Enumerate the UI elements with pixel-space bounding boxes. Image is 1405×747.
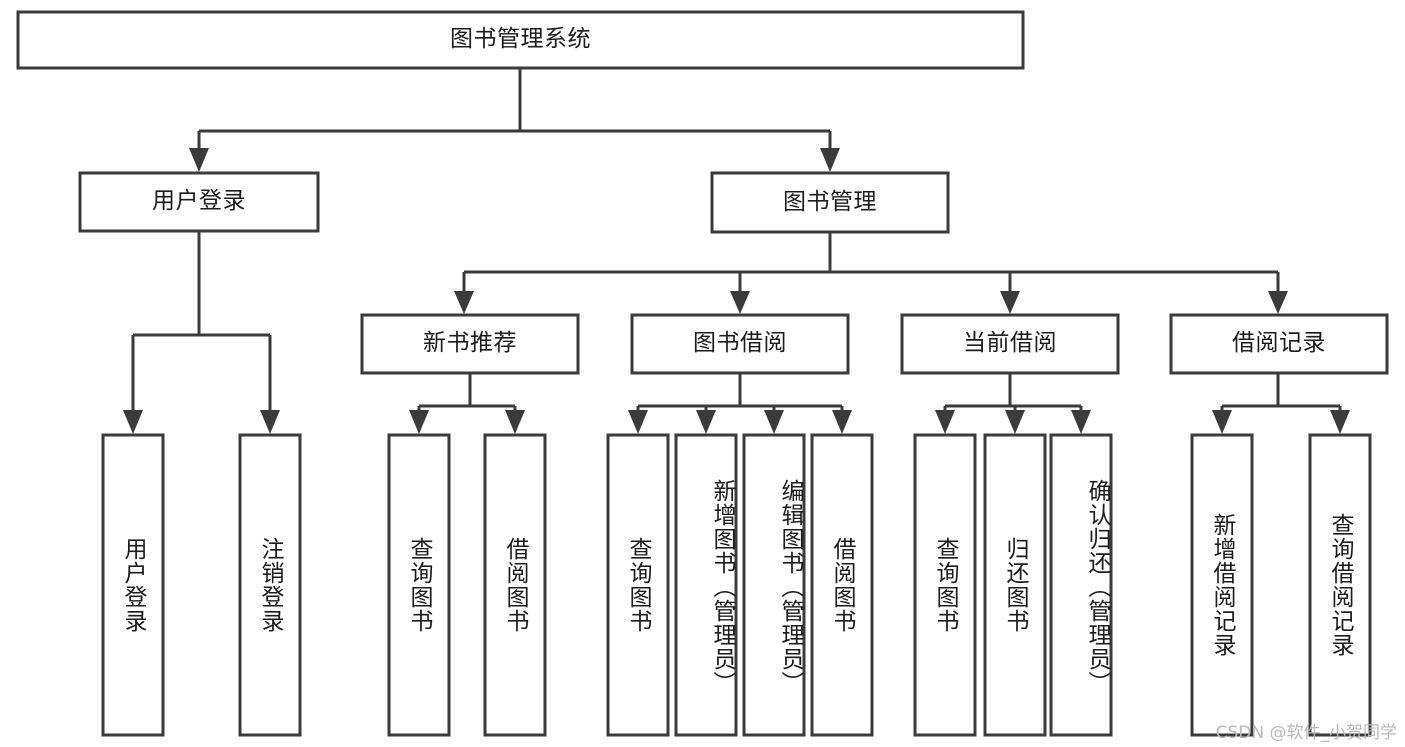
node-box-book-borrow[interactable] <box>630 313 850 375</box>
arrow-to-leaf-borrow-book-1 <box>505 410 525 434</box>
node-box-current-borrow[interactable] <box>900 313 1120 375</box>
node-box-leaf-borrow-book-2[interactable] <box>810 433 874 737</box>
arrow-to-borrow-record <box>1268 291 1288 314</box>
node-box-leaf-borrow-book-1[interactable] <box>483 433 547 737</box>
connector-group <box>123 68 1350 434</box>
node-box-leaf-return-book[interactable] <box>983 433 1047 737</box>
arrow-to-leaf-confirm-return <box>1071 410 1091 434</box>
node-box-leaf-logout-login[interactable] <box>238 433 302 737</box>
node-box-leaf-query-record[interactable] <box>1308 433 1372 737</box>
node-box-borrow-record[interactable] <box>1169 313 1389 375</box>
arrow-to-book-management <box>820 148 840 172</box>
node-box-root[interactable] <box>16 10 1025 70</box>
node-box-group <box>16 10 1389 737</box>
node-box-leaf-add-book[interactable] <box>674 433 738 737</box>
arrow-to-new-book-recommend <box>454 291 474 314</box>
node-box-leaf-confirm-return[interactable] <box>1049 433 1113 737</box>
arrow-to-leaf-query-book-3 <box>935 410 955 434</box>
arrow-to-current-borrow <box>1000 291 1020 314</box>
node-box-leaf-add-record[interactable] <box>1190 433 1254 737</box>
node-box-user-login[interactable] <box>78 171 320 233</box>
arrow-to-leaf-borrow-book-2 <box>832 410 852 434</box>
arrow-to-leaf-logout-login <box>260 410 280 434</box>
arrow-to-leaf-query-record <box>1330 410 1350 434</box>
arrow-to-leaf-add-record <box>1212 410 1232 434</box>
arrow-to-leaf-return-book <box>1005 410 1025 434</box>
arrow-to-leaf-query-book-2 <box>628 410 648 434</box>
node-box-book-management[interactable] <box>710 171 950 234</box>
arrow-to-leaf-query-book-1 <box>409 410 429 434</box>
arrow-to-book-borrow <box>730 291 750 314</box>
arrow-to-user-login <box>189 148 209 172</box>
node-box-leaf-user-login[interactable] <box>101 433 165 737</box>
node-box-leaf-edit-book[interactable] <box>742 433 806 737</box>
node-box-leaf-query-book-3[interactable] <box>913 433 977 737</box>
watermark-text: CSDN @软件_小贺同学 <box>1215 723 1397 743</box>
arrow-to-leaf-edit-book <box>764 410 784 434</box>
node-box-leaf-query-book-1[interactable] <box>387 433 451 737</box>
node-box-leaf-query-book-2[interactable] <box>606 433 670 737</box>
node-box-new-book-recommend[interactable] <box>360 313 580 375</box>
arrow-to-leaf-user-login <box>123 410 143 434</box>
arrow-to-leaf-add-book <box>696 410 716 434</box>
